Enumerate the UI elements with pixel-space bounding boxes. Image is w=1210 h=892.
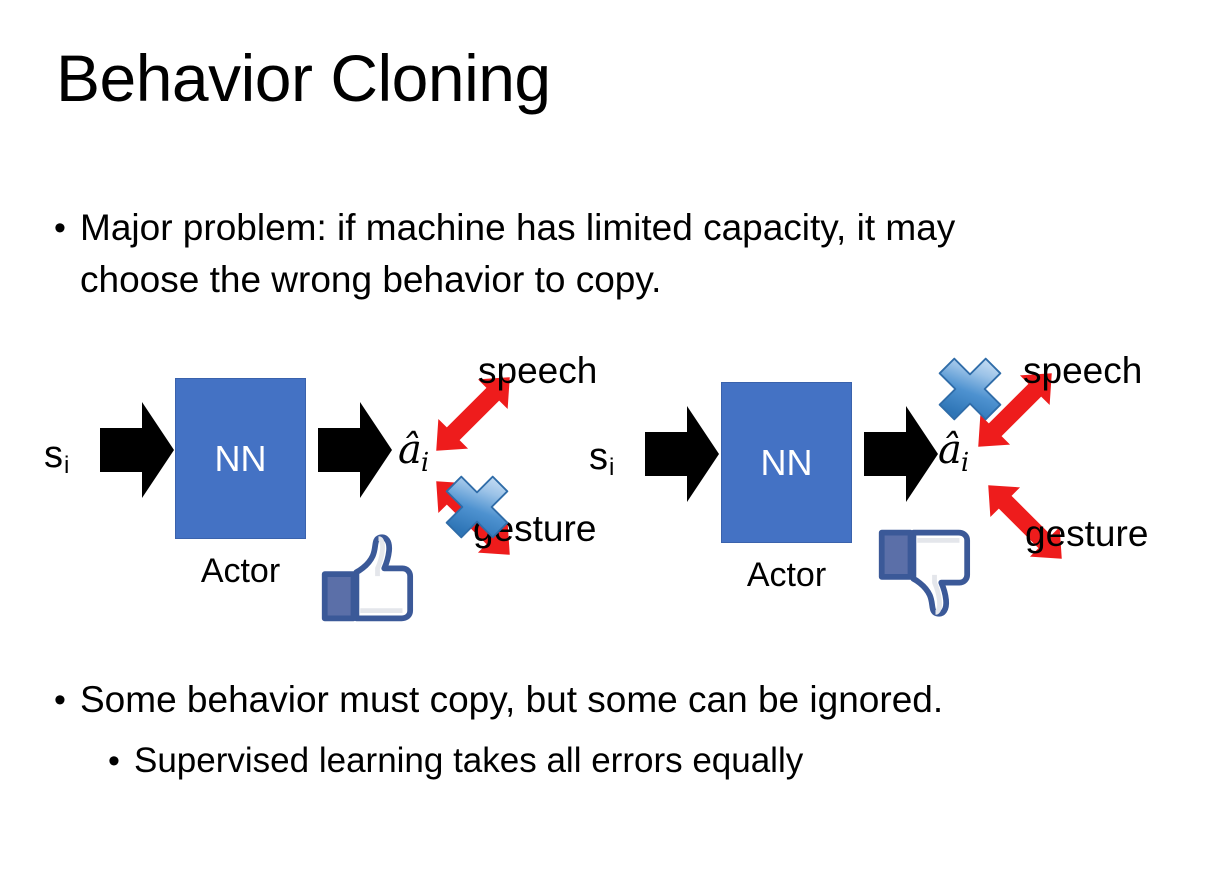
input-arrow-left	[100, 402, 174, 498]
red-arrow-speech-left	[413, 354, 533, 474]
bullet-marker-icon: •	[108, 742, 120, 780]
action-label-left: âi	[398, 427, 430, 478]
bullet-top: • Major problem: if machine has limited …	[54, 202, 1124, 306]
cross-mark-gesture-left	[440, 470, 514, 544]
diagram-left: si NN Actor âi	[30, 340, 610, 630]
actor-caption-right: Actor	[746, 556, 827, 594]
output-arrow-left	[318, 402, 392, 498]
bullet-marker-icon: •	[54, 681, 66, 719]
output-label-speech-right: speech	[1023, 350, 1143, 391]
diagram-right: si NN Actor âi	[575, 340, 1175, 630]
state-label-right: si	[589, 436, 615, 481]
thumbs-down-icon	[875, 525, 971, 621]
bullet-bottom-2: • Supervised learning takes all errors e…	[108, 735, 1168, 787]
nn-box-right[interactable]: NN	[721, 382, 852, 543]
nn-box-label: NN	[214, 437, 267, 479]
red-arrow-speech-right	[955, 350, 1075, 470]
action-label-right: âi	[938, 427, 970, 478]
nn-box-label: NN	[760, 441, 813, 483]
bullet-bottom-2-text: Supervised learning takes all errors equ…	[134, 741, 804, 780]
input-arrow-right	[645, 406, 719, 502]
red-arrow-gesture-right	[965, 462, 1085, 582]
output-label-gesture-right: gesture	[1025, 513, 1149, 554]
output-arrow-right	[864, 406, 938, 502]
state-label-left: si	[44, 434, 70, 479]
bullet-marker-icon: •	[54, 209, 66, 247]
bullet-bottom-1: • Some behavior must copy, but some can …	[54, 674, 1174, 726]
bullet-bottom-1-text: Some behavior must copy, but some can be…	[80, 679, 944, 720]
nn-box-left[interactable]: NN	[175, 378, 306, 539]
thumbs-up-icon	[318, 530, 414, 626]
actor-caption-left: Actor	[200, 552, 281, 590]
page-title: Behavior Cloning	[56, 41, 551, 115]
output-label-speech-left: speech	[478, 350, 598, 391]
bullet-top-text: Major problem: if machine has limited ca…	[80, 207, 956, 300]
cross-mark-speech-right	[933, 352, 1007, 426]
